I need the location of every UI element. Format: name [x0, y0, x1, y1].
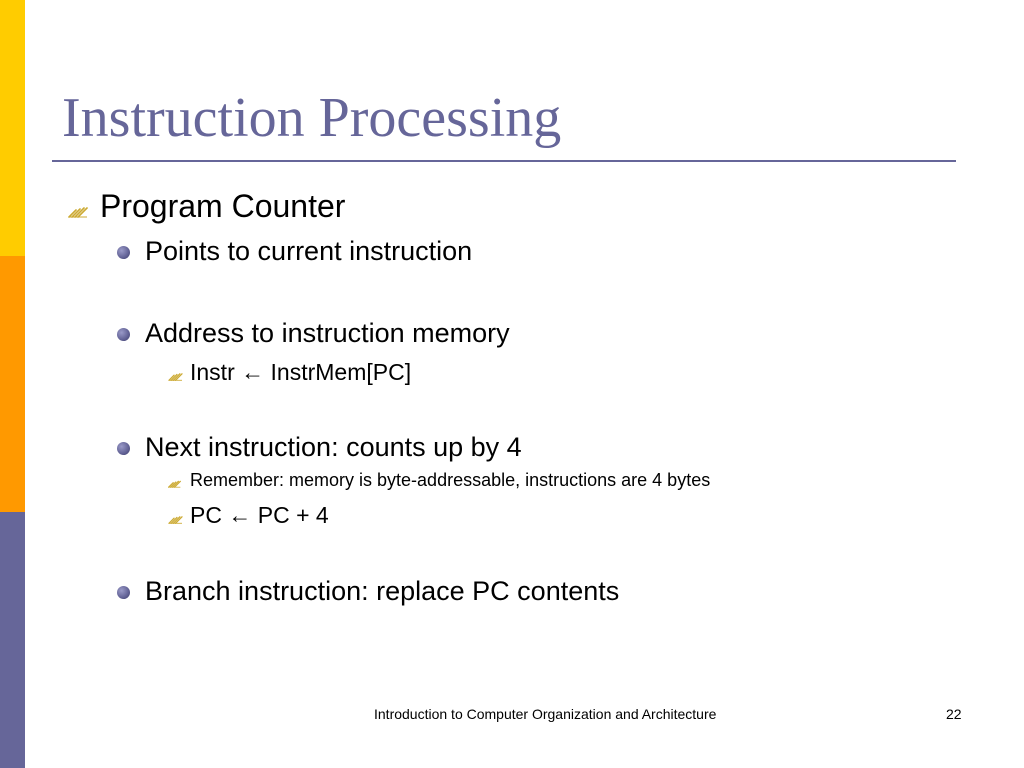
side-bar-purple-segment: [0, 512, 25, 768]
round-dot-bullet: [117, 586, 130, 599]
pencil-hatch-icon: [68, 200, 88, 218]
bullet-next-instruction: Next instruction: counts up by 4: [117, 431, 617, 463]
bullet-text: Address to instruction memory: [145, 318, 510, 348]
bullet-text: Program Counter: [100, 188, 346, 224]
pencil-hatch-icon: [168, 368, 183, 381]
bullet-pc-plus-4: PC ← PC + 4: [168, 501, 568, 529]
bullet-instr-instrmem-pc: Instr ← InstrMem[PC]: [168, 358, 568, 386]
bullet-text: PC ← PC + 4: [190, 502, 329, 528]
side-color-bar: [0, 0, 25, 768]
bullet-address-to-instruction-memory: Address to instruction memory: [117, 317, 617, 349]
side-bar-orange-segment: [0, 256, 25, 512]
pencil-hatch-icon: [168, 476, 181, 488]
bullet-text: Remember: memory is byte-addressable, in…: [190, 470, 711, 490]
bullet-text: Next instruction: counts up by 4: [145, 432, 522, 462]
bullet-text: Branch instruction: replace PC contents: [145, 576, 620, 606]
footer-course-title: Introduction to Computer Organization an…: [374, 706, 717, 722]
bullet-remember-byte-addressable: Remember: memory is byte-addressable, in…: [168, 468, 868, 492]
bullet-branch-instruction: Branch instruction: replace PC contents: [117, 575, 717, 607]
pencil-hatch-icon: [168, 511, 183, 524]
footer-page-number: 22: [946, 706, 962, 722]
slide-title: Instruction Processing: [62, 87, 562, 149]
bullet-points-to-current-instruction: Points to current instruction: [117, 235, 617, 267]
side-bar-yellow-segment: [0, 0, 25, 256]
round-dot-bullet: [117, 328, 130, 341]
bullet-text: Instr ← InstrMem[PC]: [190, 359, 412, 385]
bullet-program-counter: Program Counter: [68, 188, 468, 224]
round-dot-bullet: [117, 442, 130, 455]
bullet-text: Points to current instruction: [145, 236, 473, 266]
round-dot-bullet: [117, 246, 130, 259]
title-underline: [52, 160, 956, 162]
